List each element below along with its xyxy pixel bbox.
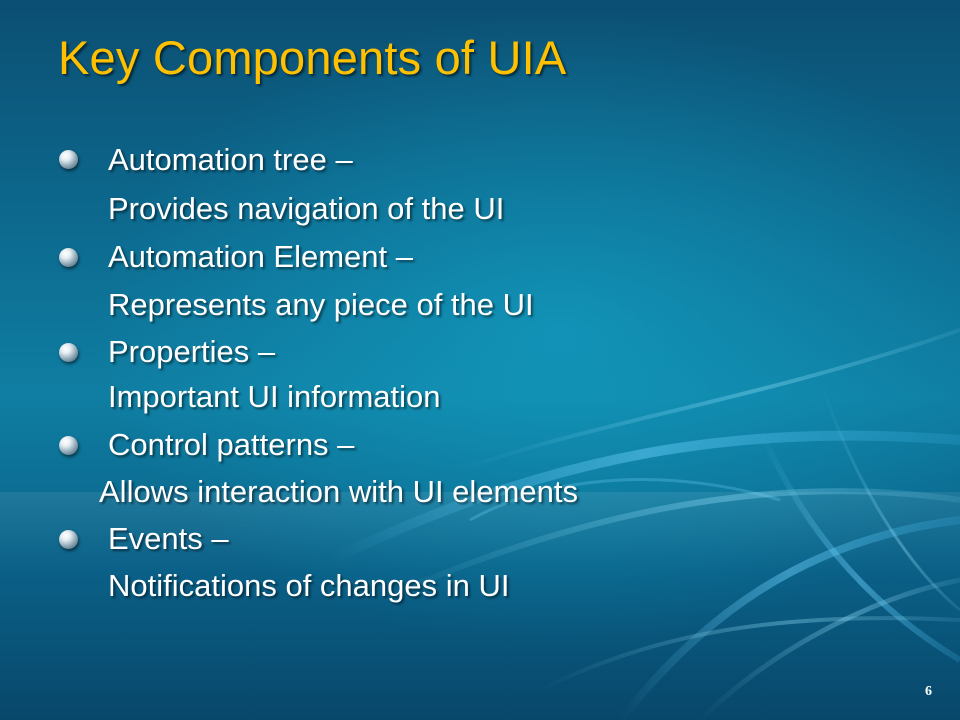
- bullet-description: Important UI information: [108, 379, 441, 414]
- bullet-heading: Automation tree –: [108, 142, 353, 177]
- bullet-description: Allows interaction with UI elements: [99, 474, 578, 509]
- bullet-heading: Events –: [108, 521, 229, 556]
- bullet-description: Notifications of changes in UI: [108, 568, 510, 603]
- bullet-description: Represents any piece of the UI: [108, 287, 534, 322]
- bullet-heading: Control patterns –: [108, 427, 355, 462]
- page-number: 6: [925, 684, 932, 699]
- sphere-bullet-icon: [59, 343, 78, 362]
- bullet-heading: Automation Element –: [108, 239, 414, 274]
- bullet-heading: Properties –: [108, 334, 276, 369]
- sphere-bullet-icon: [59, 248, 78, 267]
- sphere-bullet-icon: [59, 436, 78, 455]
- slide-title: Key Components of UIA: [58, 31, 567, 84]
- sphere-bullet-icon: [59, 530, 78, 549]
- sphere-bullet-icon: [59, 150, 78, 169]
- bullet-description: Provides navigation of the UI: [108, 191, 505, 226]
